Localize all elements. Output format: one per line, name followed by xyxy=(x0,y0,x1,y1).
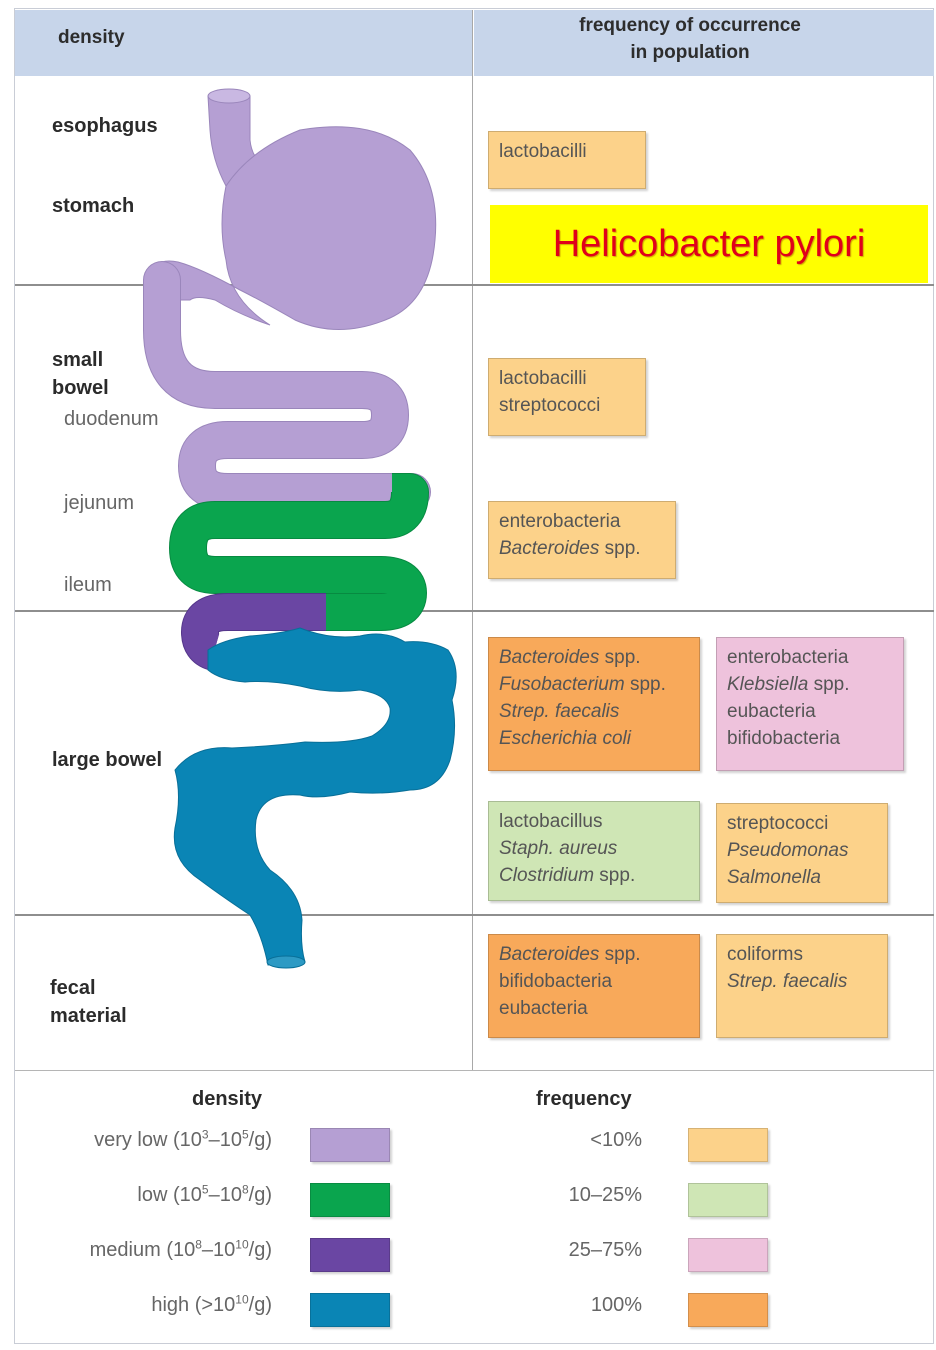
organism-suffix: spp. xyxy=(625,674,666,695)
label-fecal-line2: material xyxy=(50,1002,127,1030)
organism-name: lactobacilli xyxy=(499,365,635,392)
label-jejunum: jejunum xyxy=(64,492,134,515)
organism-name: Bacteroides spp. xyxy=(499,535,665,562)
legend-density-swatch xyxy=(310,1293,390,1327)
legend-frequency-title: frequency xyxy=(536,1088,632,1111)
rectum-opening-shape xyxy=(267,956,305,968)
organism-name: Fusobacterium spp. xyxy=(499,671,689,698)
legend-density-label: low (105–108/g) xyxy=(137,1184,272,1207)
legend-density-swatch xyxy=(310,1238,390,1272)
label-ileum: ileum xyxy=(64,574,112,597)
legend-frequency-label: 10–25% xyxy=(569,1184,642,1207)
label-small-bowel: small bowel xyxy=(52,346,109,402)
label-duodenum: duodenum xyxy=(64,408,159,431)
organism-genus: Bacteroides xyxy=(499,647,599,668)
legend-density-label: high (>1010/g) xyxy=(151,1294,272,1317)
legend-frequency-swatch xyxy=(688,1183,768,1217)
organism-box-fecal-2: coliforms Strep. faecalis xyxy=(716,934,888,1038)
organism-name: Klebsiella spp. xyxy=(727,671,893,698)
organism-name: enterobacteria xyxy=(727,644,893,671)
legend-frequency-label: 25–75% xyxy=(569,1239,642,1262)
organism-box-large-bowel-2: enterobacteria Klebsiella spp. eubacteri… xyxy=(716,637,904,771)
label-esophagus: esophagus xyxy=(52,112,158,140)
organism-genus: Klebsiella xyxy=(727,674,808,695)
organism-name: eubacteria xyxy=(727,698,893,725)
label-stomach: stomach xyxy=(52,192,134,220)
label-fecal-material: fecal material xyxy=(50,974,127,1030)
highlight-helicobacter-pylori: Helicobacter pylori xyxy=(490,205,928,283)
organism-genus: Bacteroides xyxy=(499,944,599,965)
organism-box-fecal-1: Bacteroides spp. bifidobacteria eubacter… xyxy=(488,934,700,1038)
organism-genus: Fusobacterium xyxy=(499,674,625,695)
organism-suffix: spp. xyxy=(599,538,640,559)
organism-genus: Clostridium xyxy=(499,865,594,886)
legend-density-title: density xyxy=(192,1088,262,1111)
organism-name: bifidobacteria xyxy=(727,725,893,752)
legend-frequency-label: 100% xyxy=(591,1294,642,1317)
organism-name: Salmonella xyxy=(727,864,877,891)
organism-name: streptococci xyxy=(499,392,635,419)
organism-name: Bacteroides spp. xyxy=(499,644,689,671)
organism-genus: Bacteroides xyxy=(499,538,599,559)
organism-name: Strep. faecalis xyxy=(727,968,877,995)
organism-suffix: spp. xyxy=(808,674,849,695)
organism-name: streptococci xyxy=(727,810,877,837)
organism-box-large-bowel-3: lactobacillus Staph. aureus Clostridium … xyxy=(488,801,700,901)
organism-name: coliforms xyxy=(727,941,877,968)
organism-name: eubacteria xyxy=(499,995,689,1022)
organism-name: lactobacillus xyxy=(499,808,689,835)
legend-frequency-swatch xyxy=(688,1128,768,1162)
legend-density-label: medium (108–1010/g) xyxy=(90,1239,272,1262)
legend-frequency-swatch xyxy=(688,1238,768,1272)
organism-name: Staph. aureus xyxy=(499,835,689,862)
label-small-bowel-line1: small xyxy=(52,346,109,374)
organism-suffix: spp. xyxy=(599,944,640,965)
organism-box-large-bowel-1: Bacteroides spp. Fusobacterium spp. Stre… xyxy=(488,637,700,771)
organism-name: Escherichia coli xyxy=(499,725,689,752)
organism-suffix: spp. xyxy=(599,647,640,668)
organism-name: Pseudomonas xyxy=(727,837,877,864)
legend-density-swatch xyxy=(310,1128,390,1162)
organism-box-large-bowel-4: streptococci Pseudomonas Salmonella xyxy=(716,803,888,903)
stomach-shape xyxy=(146,127,436,330)
organism-box-stomach-lactobacilli: lactobacilli xyxy=(488,131,646,189)
legend-frequency-label: <10% xyxy=(590,1129,642,1152)
legend-density-swatch xyxy=(310,1183,390,1217)
organism-name: Clostridium spp. xyxy=(499,862,689,889)
organism-box-small-bowel-2: enterobacteria Bacteroides spp. xyxy=(488,501,676,579)
organism-name: enterobacteria xyxy=(499,508,665,535)
organism-name: Strep. faecalis xyxy=(499,698,689,725)
organism-name: Bacteroides spp. xyxy=(499,941,689,968)
label-large-bowel: large bowel xyxy=(52,746,162,774)
legend-density-label: very low (103–105/g) xyxy=(94,1129,272,1152)
organism-suffix: spp. xyxy=(594,865,635,886)
organism-box-small-bowel-1: lactobacilli streptococci xyxy=(488,358,646,436)
legend-frequency-swatch xyxy=(688,1293,768,1327)
large-bowel-shape xyxy=(174,628,456,965)
organism-name: bifidobacteria xyxy=(499,968,689,995)
label-fecal-line1: fecal xyxy=(50,974,127,1002)
label-small-bowel-line2: bowel xyxy=(52,374,109,402)
organism-name: lactobacilli xyxy=(499,138,635,165)
